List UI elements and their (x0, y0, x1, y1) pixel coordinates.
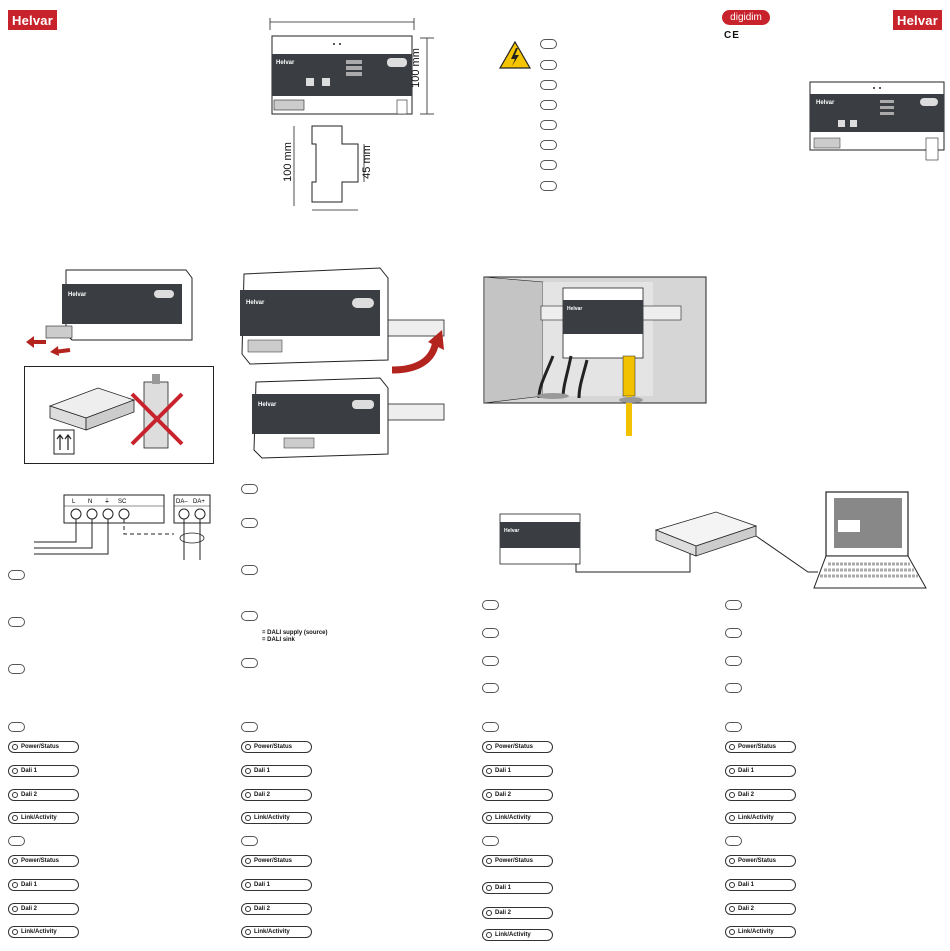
led-link-activity: Link/Activity (482, 929, 553, 941)
led-link-activity: Link/Activity (482, 812, 553, 824)
language-marker (241, 658, 258, 668)
language-marker (241, 565, 258, 575)
led-link-activity: Link/Activity (241, 812, 312, 824)
led-dali-2: Dali 2 (482, 789, 553, 801)
dali-note-sink: = DALI sink (262, 637, 295, 643)
language-marker (725, 656, 742, 666)
language-marker (482, 656, 499, 666)
led-dali-2: Dali 2 (8, 789, 79, 801)
led-dali-2: Dali 2 (482, 907, 553, 919)
led-link-activity: Link/Activity (8, 812, 79, 824)
digidim-logo: digidim (722, 10, 770, 25)
terminal-label-l: L (72, 499, 76, 505)
warning-high-voltage-icon (498, 40, 532, 69)
language-marker (482, 683, 499, 693)
led-dali-1: Dali 1 (241, 765, 312, 777)
led-dali-2: Dali 2 (241, 789, 312, 801)
ce-mark: CE (724, 30, 740, 41)
language-marker (725, 683, 742, 693)
front-dimension-drawing: Helvar (269, 18, 434, 115)
packaging-orientation-box (24, 366, 214, 464)
led-dali-2: Dali 2 (725, 789, 796, 801)
led-power-status: Power/Status (482, 855, 553, 867)
language-marker (725, 836, 742, 846)
led-power-status: Power/Status (241, 855, 312, 867)
language-marker (540, 160, 557, 170)
language-marker (725, 600, 742, 610)
language-marker (725, 628, 742, 638)
svg-text:Helvar: Helvar (258, 402, 277, 408)
language-marker (8, 722, 25, 732)
svg-text:Helvar: Helvar (504, 528, 519, 534)
svg-text:Helvar: Helvar (246, 300, 265, 306)
height-dimension-label: 100 mm (409, 48, 422, 88)
led-link-activity: Link/Activity (725, 812, 796, 824)
svg-text:Helvar: Helvar (816, 100, 835, 106)
led-power-status: Power/Status (241, 741, 312, 753)
side-dimension-drawing (293, 125, 365, 211)
language-marker (241, 611, 258, 621)
language-marker (482, 722, 499, 732)
enclosure-installation-illustration: Helvar (483, 276, 707, 436)
language-marker (8, 664, 25, 674)
network-connection-illustration: Helvar (499, 491, 927, 589)
dali-note-source: = DALI supply (source) (262, 630, 328, 636)
terminal-label-n: N (88, 499, 92, 505)
language-marker (540, 100, 557, 110)
dali-note: = DALI supply (source) = DALI sink (262, 630, 328, 644)
led-dali-1: Dali 1 (8, 879, 79, 891)
router-device-illustration: Helvar (809, 81, 945, 161)
packaging-orientation-illustration (48, 374, 184, 455)
language-marker (8, 570, 25, 580)
led-dali-2: Dali 2 (8, 903, 79, 915)
terminal-removal-illustration: Helvar (26, 269, 193, 356)
terminal-label-da-minus: DA– (176, 499, 188, 505)
language-marker (540, 140, 557, 150)
language-marker (8, 836, 25, 846)
led-link-activity: Link/Activity (8, 926, 79, 938)
language-marker (8, 617, 25, 627)
language-marker (540, 60, 557, 70)
language-marker (540, 80, 557, 90)
terminal-label-sc: SC (118, 499, 127, 505)
terminal-label-earth: ⏚ (104, 498, 110, 505)
language-marker (540, 120, 557, 130)
helvar-logo-right: Helvar (893, 10, 942, 30)
led-dali-2: Dali 2 (725, 903, 796, 915)
led-power-status: Power/Status (8, 855, 79, 867)
led-dali-1: Dali 1 (8, 765, 79, 777)
din-rail-mounting-illustration: Helvar Helvar (240, 267, 445, 459)
led-power-status: Power/Status (725, 855, 796, 867)
language-marker (540, 181, 557, 191)
side-height-label: 100 mm (281, 142, 294, 182)
led-power-status: Power/Status (8, 741, 79, 753)
led-dali-1: Dali 1 (482, 882, 553, 894)
terminal-wiring-diagram: L N ⏚ SC DA– DA+ (34, 494, 211, 560)
terminal-label-da-plus: DA+ (193, 499, 205, 505)
language-marker (241, 484, 258, 494)
helvar-logo-left: Helvar (8, 10, 57, 30)
language-marker (482, 836, 499, 846)
svg-text:Helvar: Helvar (276, 60, 295, 66)
led-link-activity: Link/Activity (241, 926, 312, 938)
language-marker (482, 628, 499, 638)
language-marker (241, 836, 258, 846)
led-dali-1: Dali 1 (482, 765, 553, 777)
language-marker (540, 39, 557, 49)
svg-text:Helvar: Helvar (68, 292, 87, 298)
language-marker (241, 722, 258, 732)
led-dali-2: Dali 2 (241, 903, 312, 915)
led-dali-1: Dali 1 (725, 879, 796, 891)
led-link-activity: Link/Activity (725, 926, 796, 938)
svg-text:Helvar: Helvar (567, 306, 582, 312)
led-dali-1: Dali 1 (725, 765, 796, 777)
led-power-status: Power/Status (725, 741, 796, 753)
language-marker (482, 600, 499, 610)
depth-dimension-label: 45 mm (360, 145, 373, 179)
language-marker (241, 518, 258, 528)
led-dali-1: Dali 1 (241, 879, 312, 891)
led-power-status: Power/Status (482, 741, 553, 753)
language-marker (725, 722, 742, 732)
